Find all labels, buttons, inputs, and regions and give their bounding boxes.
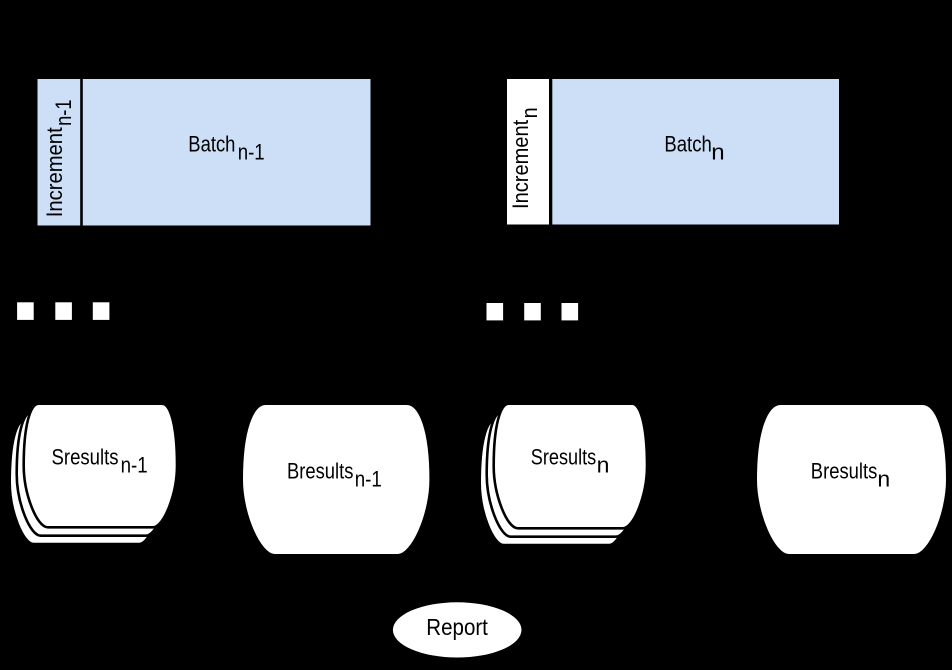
svg-text:n-1: n-1: [121, 453, 148, 478]
svg-text:Report: Report: [426, 614, 488, 640]
svg-text:n: n: [877, 467, 890, 492]
svg-text:Sresults: Sresults: [531, 445, 596, 470]
svg-text:Bresults: Bresults: [811, 458, 878, 483]
svg-text:Sresults: Sresults: [52, 445, 119, 470]
svg-text:n: n: [711, 139, 724, 164]
svg-text:n: n: [517, 107, 542, 118]
svg-text:Increment: Increment: [42, 127, 67, 217]
svg-text:Batch: Batch: [664, 131, 711, 156]
svg-text:n-1: n-1: [51, 99, 76, 126]
svg-text:n-1: n-1: [238, 139, 265, 164]
svg-text:Increment: Increment: [508, 120, 533, 209]
svg-text:n: n: [597, 453, 610, 478]
svg-text:Batch: Batch: [188, 131, 235, 156]
svg-text:n-1: n-1: [355, 466, 382, 491]
svg-text:Bresults: Bresults: [287, 458, 353, 483]
